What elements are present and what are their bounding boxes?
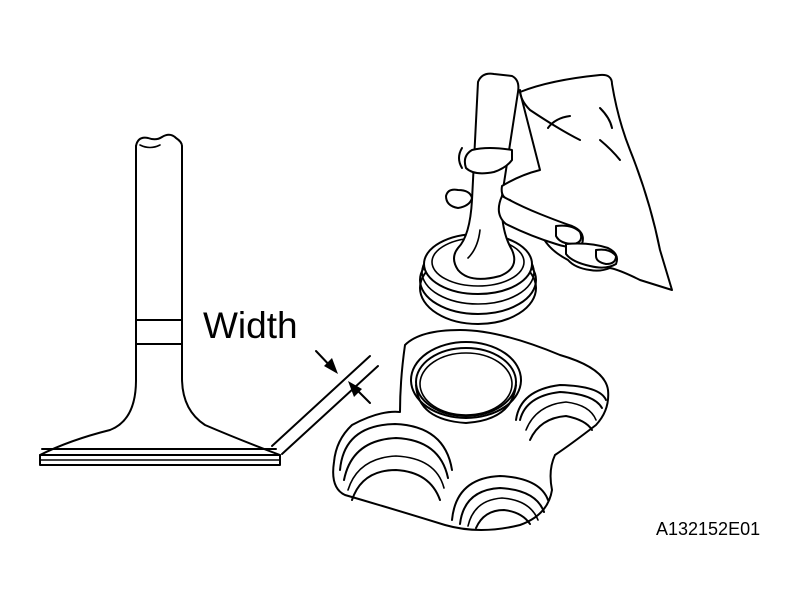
hand [445,73,673,291]
cylinder-head-chamber [332,329,610,531]
lapping-stick [453,72,520,280]
width-label: Width [203,305,298,346]
arrow-head-upper [324,358,338,374]
valve-side-view [39,133,281,466]
arrow-head-lower [348,381,362,397]
figure-code-label: A132152E01 [656,519,760,539]
width-dimension [271,350,379,455]
